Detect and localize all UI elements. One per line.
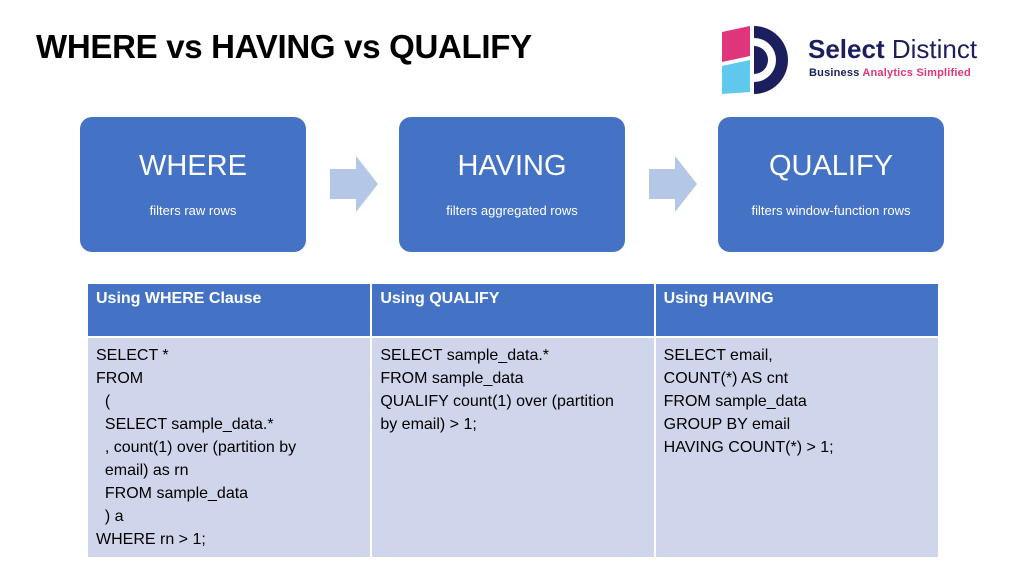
flow-box-where: WHERE filters raw rows [80,117,306,252]
code-cell-where: SELECT * FROM ( SELECT sample_data.* , c… [88,336,373,557]
flow-subtitle: filters raw rows [149,203,237,218]
code-cell-qualify: SELECT sample_data.* FROM sample_data QU… [371,336,656,557]
code-line: HAVING COUNT(*) > 1; [663,439,834,456]
flow-subtitle: filters window-function rows [751,203,911,218]
code-cell-having: SELECT email, COUNT(*) AS cnt FROM sampl… [654,336,938,557]
code-line: , count(1) over (partition by [96,439,297,456]
code-line: WHERE rn > 1; [96,531,206,548]
brand-name: Select Distinct [808,34,978,64]
code-line: COUNT(*) AS cnt [663,370,789,387]
flow-box-qualify: QUALIFY filters window-function rows [718,117,944,252]
code-line: GROUP BY email [663,416,791,433]
code-line: SELECT sample_data.* [380,347,550,364]
table-header-row: Using WHERE Clause Using QUALIFY Using H… [88,284,938,337]
flow-heading: QUALIFY [768,150,894,182]
code-line: FROM sample_data [663,393,807,410]
brand-logo: Select Distinct Business Analytics Simpl… [716,22,1006,96]
column-header: Using WHERE Clause [88,284,373,337]
flow-heading: WHERE [139,150,247,182]
column-header: Using HAVING [654,284,938,337]
flow-box-having: HAVING filters aggregated rows [399,117,625,252]
comparison-table: Using WHERE Clause Using QUALIFY Using H… [88,284,938,557]
code-line: SELECT * [96,347,169,364]
code-line: by email) > 1; [380,416,477,433]
flow-heading: HAVING [457,150,567,182]
logo-mark-icon [722,26,788,94]
brand-tagline: Business Analytics Simplified [809,67,971,79]
code-line: SELECT email, [663,347,773,364]
column-header: Using QUALIFY [371,284,656,337]
code-line: FROM [96,370,144,387]
code-line: ) a [96,508,124,525]
right-arrow-icon [330,156,378,212]
right-arrow-icon [649,156,697,212]
code-line: QUALIFY count(1) over (partition [380,393,614,410]
code-line: ( [96,393,111,410]
code-line: email) as rn [96,462,189,479]
code-line: SELECT sample_data.* [96,416,274,433]
code-line: FROM sample_data [380,370,524,387]
page-title: WHERE vs HAVING vs QUALIFY [36,28,532,65]
flow-subtitle: filters aggregated rows [446,203,578,218]
table-row: SELECT * FROM ( SELECT sample_data.* , c… [88,336,938,557]
code-line: FROM sample_data [96,485,249,502]
